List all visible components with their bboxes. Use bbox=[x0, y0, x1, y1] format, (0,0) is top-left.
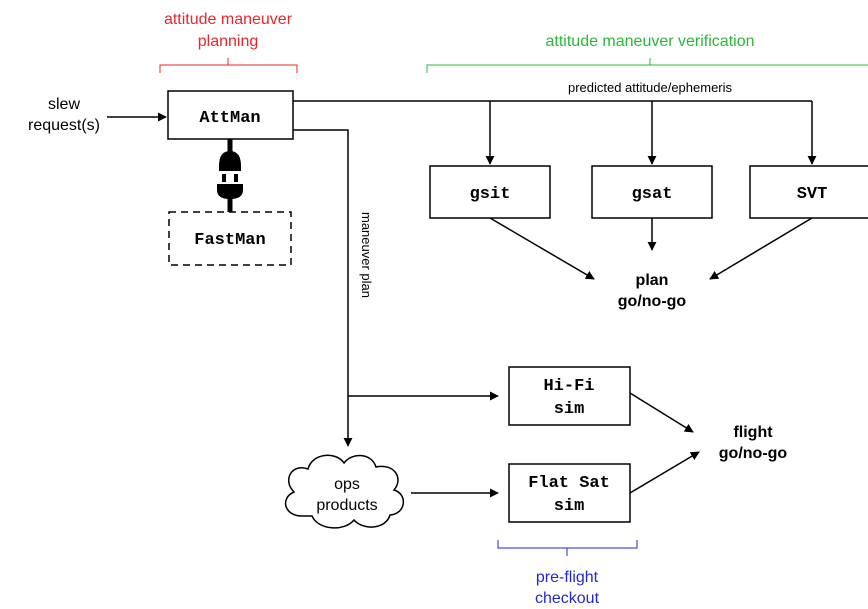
gsit-box: gsit bbox=[429, 165, 551, 219]
planning-label-line2: planning bbox=[198, 33, 259, 50]
attman-label: AttMan bbox=[199, 109, 260, 128]
predicted-ephemeris-edge: predicted attitude/ephemeris bbox=[293, 80, 817, 165]
maneuver-plan-edge: maneuver plan bbox=[293, 129, 499, 447]
plug-connector-icon bbox=[217, 139, 243, 212]
verification-label: attitude maneuver verification bbox=[546, 33, 755, 50]
planning-label-line1: attitude maneuver bbox=[164, 11, 293, 28]
hifi-sim-box: Hi-Fi sim bbox=[508, 366, 631, 426]
attman-box: AttMan bbox=[167, 90, 294, 140]
predicted-label: predicted attitude/ephemeris bbox=[568, 80, 733, 95]
plan-outcome-line1: plan bbox=[636, 272, 669, 289]
cloud-label-line1: ops bbox=[334, 476, 360, 493]
verification-bracket: attitude maneuver verification bbox=[426, 33, 868, 73]
plan-outcome-line2: go/no-go bbox=[618, 293, 687, 310]
hifi-label-line1: Hi-Fi bbox=[543, 377, 594, 396]
fastman-box: FastMan bbox=[168, 211, 292, 266]
flatsat-label-line2: sim bbox=[554, 497, 585, 516]
preflight-label-line2: checkout bbox=[535, 590, 600, 607]
svt-box: SVT bbox=[749, 165, 868, 219]
gsat-label: gsat bbox=[632, 185, 673, 204]
maneuver-plan-label: maneuver plan bbox=[359, 212, 374, 298]
slew-label-line2: request(s) bbox=[28, 117, 100, 134]
preflight-bracket: pre-flight checkout bbox=[497, 540, 638, 607]
ops-products-cloud: ops products bbox=[284, 454, 404, 529]
gsat-box: gsat bbox=[591, 165, 713, 219]
slew-request-input: slew request(s) bbox=[28, 96, 167, 134]
preflight-label-line1: pre-flight bbox=[536, 569, 599, 586]
svt-label: SVT bbox=[797, 185, 828, 204]
slew-label-line1: slew bbox=[48, 96, 80, 113]
fastman-label: FastMan bbox=[194, 231, 265, 250]
gsit-label: gsit bbox=[470, 185, 511, 204]
flight-outcome-line1: flight bbox=[733, 424, 773, 441]
flatsat-sim-box: Flat Sat sim bbox=[508, 463, 631, 523]
plan-arrows bbox=[489, 217, 813, 280]
cloud-label-line2: products bbox=[316, 497, 377, 514]
hifi-label-line2: sim bbox=[554, 400, 585, 419]
flight-arrows bbox=[629, 392, 700, 494]
flatsat-label-line1: Flat Sat bbox=[528, 474, 610, 493]
planning-bracket: attitude maneuver planning bbox=[159, 11, 298, 73]
flight-outcome-line2: go/no-go bbox=[719, 445, 788, 462]
